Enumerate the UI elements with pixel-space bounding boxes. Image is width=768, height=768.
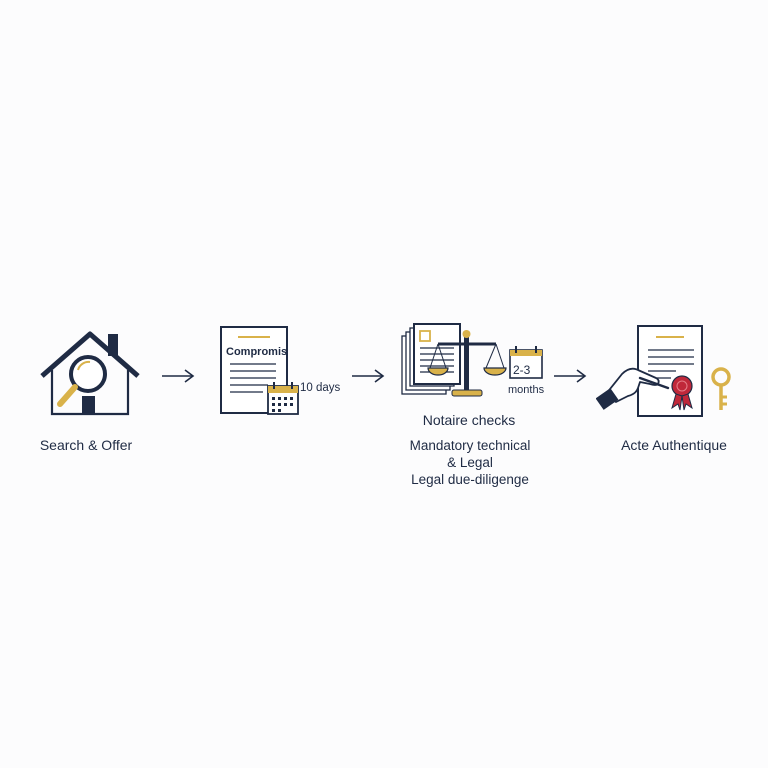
calendar-icon bbox=[509, 346, 543, 379]
house-search-icon bbox=[40, 331, 140, 416]
contract-title: Compromis bbox=[226, 346, 288, 358]
step-label-acte-authentique: Acte Authentique bbox=[621, 437, 727, 453]
calendar-icon bbox=[267, 382, 299, 415]
duration-2-3: 2-3 bbox=[513, 363, 531, 377]
step-label-notaire-checks: Notaire checks bbox=[422, 412, 516, 428]
hand-pen-icon bbox=[596, 367, 670, 410]
duration-months: months bbox=[508, 384, 545, 396]
description-line: Legal due-diligenge bbox=[411, 472, 529, 487]
notaire-description: Mandatory technical & Legal Legal due-di… bbox=[410, 437, 531, 488]
description-line: & Legal bbox=[447, 455, 493, 470]
arrow-icon bbox=[162, 369, 195, 383]
duration-10-days: 10 days bbox=[300, 382, 341, 394]
contract-calendar-icon bbox=[220, 326, 299, 415]
wax-seal-icon bbox=[671, 375, 693, 411]
arrow-icon bbox=[352, 369, 385, 383]
description-line: Mandatory technical bbox=[409, 438, 531, 453]
key-icon bbox=[711, 367, 731, 410]
scales-icon bbox=[427, 330, 507, 397]
documents-scales-calendar-icon bbox=[401, 323, 543, 397]
step-label-search-offer: Search & Offer bbox=[39, 437, 133, 453]
deed-seal-key-icon bbox=[596, 325, 731, 417]
arrow-icon bbox=[554, 369, 587, 383]
